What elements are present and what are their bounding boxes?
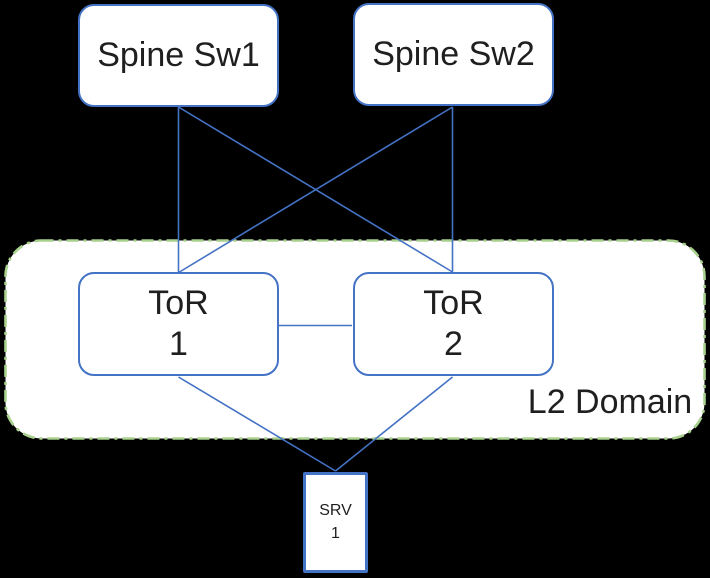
node-srv-1-label-line2: 1 bbox=[331, 524, 340, 542]
node-spine-sw2: Spine Sw2 bbox=[353, 3, 554, 106]
node-spine-sw2-label: Spine Sw2 bbox=[372, 35, 535, 73]
l2-domain-label: L2 Domain bbox=[527, 383, 693, 421]
link-tor1-srv1 bbox=[178, 376, 336, 472]
node-spine-sw1-label: Spine Sw1 bbox=[97, 36, 260, 74]
node-tor-2-label-line1: ToR bbox=[423, 283, 484, 322]
link-tor2-srv1 bbox=[334, 376, 454, 472]
node-srv-1: SRV 1 bbox=[303, 472, 368, 573]
node-spine-sw1: Spine Sw1 bbox=[78, 4, 279, 107]
node-tor-2: ToR 2 bbox=[353, 272, 554, 376]
node-tor-2-label-line2: 2 bbox=[444, 325, 463, 363]
node-tor-1: ToR 1 bbox=[78, 272, 279, 376]
link-spine2-tor1 bbox=[179, 106, 453, 273]
node-tor-1-label-line2: 1 bbox=[169, 325, 188, 363]
node-tor-1-label-line1: ToR bbox=[148, 283, 209, 322]
node-srv-1-label-line1: SRV bbox=[319, 501, 352, 519]
